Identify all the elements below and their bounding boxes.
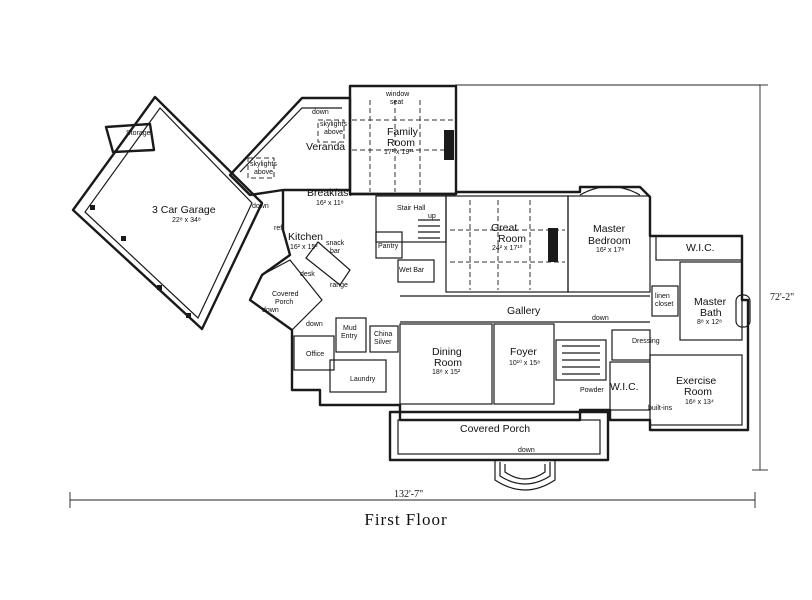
mud-entry-label-2: Entry	[341, 333, 358, 340]
foyer-size: 10¹⁰ x 15⁸	[509, 359, 540, 367]
storage-label: Storage	[126, 130, 151, 137]
master-bed-label-1: Master	[593, 223, 626, 235]
dining-label-1: Dining	[432, 346, 462, 358]
note-up-stair: up	[428, 213, 436, 220]
office-label: Office	[306, 351, 324, 358]
skylights-note-b2: above	[254, 169, 273, 176]
great-label-2: Room	[498, 233, 526, 245]
window-seat-1: window	[385, 91, 410, 98]
garage-size: 22⁸ x 34⁸	[172, 217, 201, 224]
ref-label: ref	[274, 225, 282, 232]
exercise-label-2: Room	[684, 386, 712, 398]
side-porch-label-2: Porch	[275, 299, 293, 306]
snack-bar-1: snack	[326, 240, 345, 247]
snack-bar-2: bar	[330, 248, 341, 255]
dressing-label: Dressing	[632, 338, 660, 345]
garage-wing	[71, 95, 264, 331]
master-bath-size: 8⁸ x 12⁸	[697, 319, 722, 326]
width-dimension: 132'-7"	[394, 489, 423, 500]
family-label-1: Family	[387, 126, 419, 138]
pantry-label: Pantry	[378, 243, 399, 250]
floor-title: First Floor	[364, 510, 448, 529]
built-ins-label: built-ins	[648, 405, 673, 412]
kitchen-label: Kitchen	[288, 231, 323, 243]
exercise-size: 16⁸ x 13⁴	[685, 399, 714, 406]
master-bed-label-2: Bedroom	[588, 235, 631, 247]
note-down-front: down	[518, 447, 535, 454]
veranda-label: Veranda	[306, 141, 345, 153]
master-bath-label-1: Master	[694, 296, 727, 308]
great-label-1: Great	[491, 222, 517, 234]
main-house-walls	[248, 185, 751, 432]
family-label-2: Room	[387, 137, 415, 149]
note-down-porch: down	[262, 307, 279, 314]
dining-size: 18⁸ x 15²	[432, 369, 461, 376]
skylights-note-1: skylights	[320, 121, 347, 128]
range-label: range	[330, 282, 348, 289]
linen-closet-2: closet	[655, 301, 673, 308]
master-bed-size: 16² x 17⁸	[596, 247, 624, 254]
breakfast-label: Breakfast	[307, 187, 351, 199]
garage-label: 3 Car Garage	[152, 204, 216, 216]
china-silver-label-1: China	[374, 331, 392, 338]
foyer-label: Foyer	[510, 346, 537, 358]
linen-closet-1: linen	[655, 293, 670, 300]
dimension-lines	[69, 84, 768, 508]
breakfast-size: 16² x 11⁸	[316, 200, 344, 207]
room-labels: Storage 3 Car Garage 22⁸ x 34⁸ Veranda s…	[126, 91, 794, 500]
desk-label: desk	[300, 271, 315, 278]
depth-dimension: 72'-2"	[770, 292, 794, 303]
powder-label: Powder	[580, 387, 604, 394]
front-porch	[388, 410, 610, 491]
gallery-label: Gallery	[507, 305, 541, 317]
skylights-note-2: above	[324, 129, 343, 136]
note-down-foyer: down	[592, 315, 609, 322]
window-seat-2: seat	[390, 99, 403, 106]
note-down-garage: down	[252, 203, 269, 210]
china-silver-label-2: Silver	[374, 339, 392, 346]
kitchen-size: 16² x 15²	[290, 244, 318, 251]
master-bath-label-2: Bath	[700, 307, 722, 319]
great-size: 24² x 17¹⁰	[492, 244, 523, 252]
note-down-veranda: down	[312, 109, 329, 116]
note-down-mud: down	[306, 321, 323, 328]
skylights-note-b1: skylights	[250, 161, 277, 168]
wet-bar-label: Wet Bar	[399, 267, 425, 274]
side-porch-label-1: Covered	[272, 291, 299, 298]
mud-entry-label-1: Mud	[343, 325, 357, 332]
family-size: 17² x 19¹¹	[384, 149, 415, 156]
wic-top-label: W.I.C.	[686, 242, 715, 254]
stair-hall-label: Stair Hall	[397, 205, 426, 212]
laundry-label: Laundry	[350, 376, 376, 383]
dining-label-2: Room	[434, 357, 462, 369]
front-porch-label: Covered Porch	[460, 423, 530, 435]
wic-bottom-label: W.I.C.	[610, 381, 639, 393]
exercise-label-1: Exercise	[676, 375, 716, 387]
